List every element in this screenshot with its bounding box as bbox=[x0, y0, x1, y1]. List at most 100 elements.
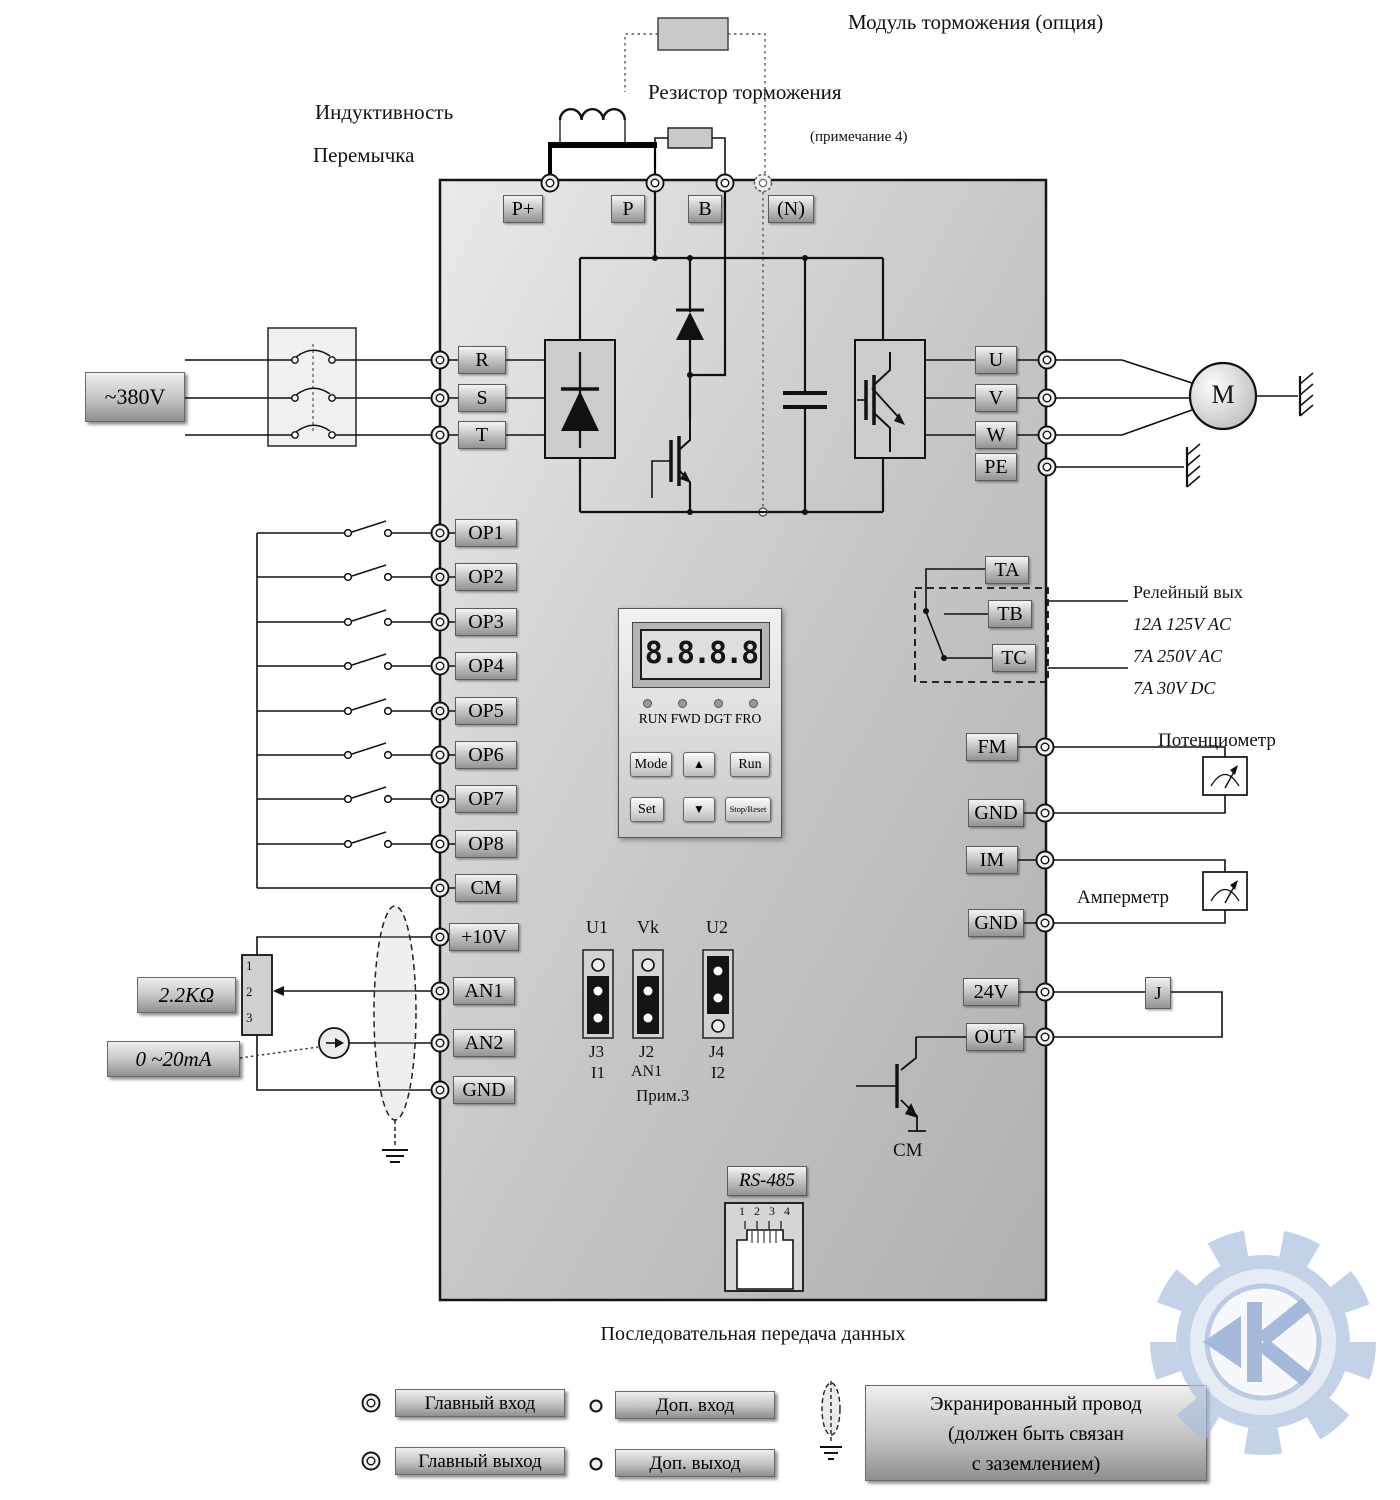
legend-aux-output: Доп. выход bbox=[615, 1449, 775, 1477]
relay-output-leads bbox=[1048, 600, 1128, 669]
terminal-cm: CM bbox=[455, 874, 517, 902]
jumper-u1-label: U1 bbox=[586, 917, 608, 937]
led-run-icon bbox=[643, 699, 652, 708]
pot-pin3-label: 3 bbox=[246, 1010, 253, 1025]
terminal-w: W bbox=[975, 421, 1017, 449]
pot-value-box: 2.2KΩ bbox=[137, 977, 236, 1013]
set-button: Set bbox=[630, 797, 664, 822]
motor-label: M bbox=[1211, 380, 1235, 409]
terminal-r: R bbox=[458, 346, 506, 374]
terminal-op1: OP1 bbox=[455, 519, 517, 547]
down-button: ▼ bbox=[683, 797, 715, 822]
npn-transistor-icon bbox=[856, 1037, 926, 1132]
terminal-op5: OP5 bbox=[455, 697, 517, 725]
switch-contacts bbox=[343, 528, 393, 849]
jumper-an1-label: AN1 bbox=[631, 1063, 663, 1080]
legend-shield-box: Экранированный провод (должен быть связа… bbox=[865, 1385, 1207, 1481]
jumper-block-j4 bbox=[702, 949, 734, 1039]
terminal-out: OUT bbox=[966, 1023, 1024, 1051]
brake-module-label: Модуль торможения (опция) bbox=[848, 10, 1104, 34]
dc-capacitor-icon bbox=[783, 391, 827, 409]
jumper-i2-label: I2 bbox=[711, 1063, 726, 1082]
brake-resistor-label: Резистор торможения bbox=[648, 80, 842, 104]
legend-main-output: Главный выход bbox=[395, 1447, 565, 1475]
terminal-s: S bbox=[458, 384, 506, 412]
relay-rating3-label: 7A 30V DC bbox=[1133, 678, 1216, 698]
inductor-icon bbox=[558, 108, 626, 142]
jumper-block-j2 bbox=[632, 949, 664, 1039]
terminal-tb: TB bbox=[988, 600, 1032, 628]
brake-resistor-icon bbox=[654, 127, 726, 174]
current-range-box: 0 ~20mA bbox=[107, 1041, 240, 1077]
terminal-an1: AN1 bbox=[453, 977, 515, 1005]
supply-voltage-box: ~380V bbox=[85, 372, 185, 422]
pot-pin1-label: 1 bbox=[246, 958, 253, 973]
jumper-label: Перемычка bbox=[313, 143, 415, 167]
relay-rating1-label: 12A 125V AC bbox=[1133, 614, 1232, 634]
jumper-vk-label: Vk bbox=[637, 917, 659, 937]
terminal-op3: OP3 bbox=[455, 608, 517, 636]
current-source-dotted-wire bbox=[239, 1046, 319, 1059]
current-source-icon bbox=[318, 1027, 350, 1059]
terminal-pe: PE bbox=[975, 453, 1017, 481]
terminal-b: B bbox=[688, 195, 722, 223]
terminal-tc: TC bbox=[992, 644, 1036, 672]
motor-icon bbox=[1188, 361, 1258, 431]
terminal-10v: +10V bbox=[449, 923, 519, 951]
terminal-op2: OP2 bbox=[455, 563, 517, 591]
digital-input-wires bbox=[256, 532, 455, 889]
optional-module-dotted-wires bbox=[624, 33, 766, 509]
led-fwd-icon bbox=[678, 699, 687, 708]
terminal-op7: OP7 bbox=[455, 785, 517, 813]
relay-j-box: J bbox=[1145, 977, 1171, 1009]
inverter-igbt-icon bbox=[854, 339, 926, 459]
terminal-circles bbox=[430, 173, 1057, 1100]
jumper-i1-label: I1 bbox=[591, 1063, 606, 1082]
legend-main-input: Главный вход bbox=[395, 1389, 565, 1417]
note3-label: Прим.3 bbox=[636, 1086, 690, 1105]
stop-reset-button: Stop/Reset bbox=[725, 797, 771, 822]
potentiometer-icon bbox=[241, 954, 300, 1036]
shield-ellipse-icon bbox=[373, 905, 417, 1147]
dc-bus-wires bbox=[578, 174, 885, 514]
terminal-gnd1: GND bbox=[968, 799, 1024, 827]
run-button: Run bbox=[730, 752, 770, 777]
inductance-label: Индуктивность bbox=[315, 100, 454, 124]
jumper-u2-label: U2 bbox=[706, 917, 728, 937]
switch-blades bbox=[351, 520, 387, 844]
legend-symbols bbox=[361, 1381, 842, 1471]
relay-output-label: Релейный вых bbox=[1133, 582, 1243, 602]
meter-icon-potentiometer bbox=[1202, 756, 1248, 796]
rs485-pins-label: 1 2 3 4 bbox=[739, 1204, 793, 1218]
terminal-p-plus: P+ bbox=[503, 195, 543, 223]
terminal-v: V bbox=[975, 384, 1017, 412]
serial-caption: Последовательная передача данных bbox=[600, 1323, 906, 1345]
terminal-gnd2: GND bbox=[968, 909, 1024, 937]
power-wires-thin bbox=[185, 359, 1298, 468]
terminal-ta: TA bbox=[985, 556, 1029, 584]
legend-shield-line1: Экранированный провод bbox=[930, 1393, 1142, 1415]
up-button: ▲ bbox=[683, 752, 715, 777]
note4-label: (примечание 4) bbox=[810, 129, 908, 145]
terminal-t: T bbox=[458, 421, 506, 449]
rs485-connector-icon bbox=[724, 1202, 804, 1292]
relay-dashed-box bbox=[914, 587, 1049, 683]
terminal-p: P bbox=[611, 195, 645, 223]
ground-icon-pe bbox=[1185, 442, 1202, 489]
transistor-cm-label: CM bbox=[893, 1140, 923, 1161]
ground-icon-shield bbox=[381, 1149, 409, 1163]
terminal-op4: OP4 bbox=[455, 652, 517, 680]
brake-module-icon bbox=[657, 17, 729, 51]
seven-segment-display: 8.8.8.8 bbox=[640, 629, 762, 680]
terminal-24v: 24V bbox=[963, 978, 1019, 1006]
relay-rating2-label: 7A 250V AC bbox=[1133, 646, 1223, 666]
led-labels: RUN FWD DGT FRO bbox=[638, 711, 762, 726]
mode-button: Mode bbox=[630, 752, 672, 777]
terminal-op6: OP6 bbox=[455, 741, 517, 769]
terminal-gnd-analog: GND bbox=[453, 1076, 515, 1104]
terminal-u: U bbox=[975, 346, 1017, 374]
terminal-im: IM bbox=[966, 846, 1018, 874]
ground-icon-motor bbox=[1298, 371, 1315, 418]
display-bezel: 8.8.8.8 bbox=[632, 622, 770, 688]
